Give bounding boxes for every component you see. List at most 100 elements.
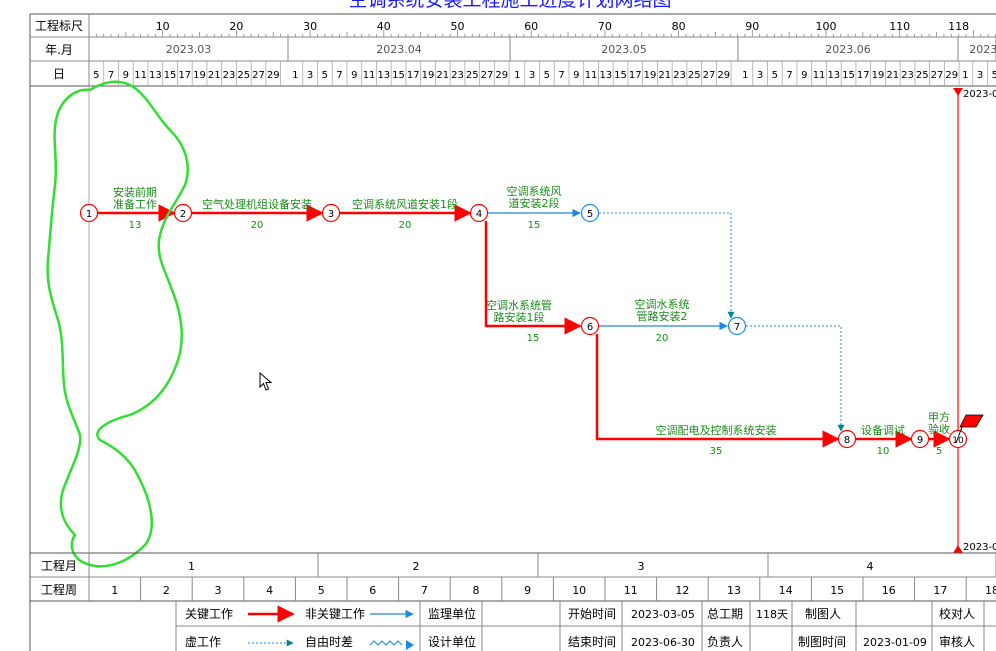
drawer-label: 制图人 bbox=[805, 607, 841, 621]
month-label: 2023.04 bbox=[376, 43, 422, 56]
node-3[interactable] bbox=[321, 203, 341, 223]
activity-4-6[interactable] bbox=[484, 221, 582, 335]
node-9[interactable] bbox=[910, 429, 930, 449]
day-label: 9 bbox=[801, 70, 807, 81]
node-7-label: 7 bbox=[734, 322, 740, 333]
activity-3-name: 空调系统风道安装1段 bbox=[352, 197, 458, 211]
day-label: 3 bbox=[307, 70, 313, 81]
owner-label: 负责人 bbox=[707, 635, 743, 649]
mouse-cursor-icon bbox=[259, 372, 273, 391]
day-label: 29 bbox=[945, 70, 958, 81]
draw-time-value: 2023-01-09 bbox=[863, 636, 927, 649]
freehand-annotation bbox=[46, 80, 189, 568]
chart-title: 空调系统安装工程施工进度计划网络图 bbox=[348, 0, 671, 11]
day-label: 7 bbox=[108, 70, 114, 81]
start-time-value: 2023-03-05 bbox=[631, 608, 695, 621]
day-label: 3 bbox=[977, 70, 983, 81]
day-label: 17 bbox=[407, 70, 420, 81]
footer-week-label: 1 bbox=[111, 584, 118, 597]
activity-6-duration: 20 bbox=[656, 333, 669, 344]
total-duration-label: 总工期 bbox=[707, 607, 743, 621]
day-label: 23 bbox=[673, 70, 686, 81]
footer-week-label: 11 bbox=[624, 584, 638, 597]
legend-free-float-label: 自由时差 bbox=[305, 635, 353, 649]
activity-9-name-1: 甲方 bbox=[928, 410, 950, 424]
month-label: 2023.05 bbox=[601, 43, 647, 56]
footer-month-label: 2 bbox=[413, 560, 420, 573]
day-label: 23 bbox=[901, 70, 914, 81]
scale-tick-label: 40 bbox=[377, 20, 391, 33]
footer-month-label: 4 bbox=[867, 560, 874, 573]
day-label: 13 bbox=[827, 70, 840, 81]
node-1[interactable] bbox=[79, 203, 99, 223]
dummy-7-8[interactable] bbox=[746, 325, 845, 432]
day-label: 13 bbox=[149, 70, 162, 81]
scale-tick-label: 80 bbox=[672, 20, 686, 33]
node-2[interactable] bbox=[173, 203, 193, 223]
day-label: 27 bbox=[931, 70, 944, 81]
deadline-bottom-marker bbox=[953, 545, 963, 553]
node-7[interactable] bbox=[727, 316, 747, 336]
day-label: 7 bbox=[558, 70, 564, 81]
footer-week-label: 13 bbox=[727, 584, 741, 597]
node-5[interactable] bbox=[580, 203, 600, 223]
activity-6-name-1: 空调水系统 bbox=[635, 297, 690, 311]
designer-label: 设计单位 bbox=[428, 634, 476, 649]
node-4-label: 4 bbox=[476, 209, 482, 220]
deadline-top-label: 2023-0 bbox=[963, 89, 996, 100]
month-label: 2023. bbox=[969, 43, 996, 56]
day-label: 29 bbox=[267, 70, 280, 81]
day-label: 1 bbox=[292, 70, 298, 81]
day-label: 27 bbox=[252, 70, 265, 81]
activity-2-duration: 20 bbox=[251, 220, 264, 231]
draw-time-label: 制图时间 bbox=[798, 635, 846, 649]
deadline-bottom-label: 2023-0 bbox=[963, 542, 996, 553]
day-label: 7 bbox=[336, 70, 342, 81]
activity-5-name-1: 空调水系统管 bbox=[486, 298, 552, 312]
node-4[interactable] bbox=[469, 203, 489, 223]
day-label: 27 bbox=[481, 70, 494, 81]
day-label: 15 bbox=[164, 70, 177, 81]
day-label: 29 bbox=[495, 70, 508, 81]
footer-week-label: 12 bbox=[675, 584, 689, 597]
node-1-label: 1 bbox=[86, 209, 92, 220]
footer-week-label: 9 bbox=[524, 584, 531, 597]
day-label: 19 bbox=[644, 70, 657, 81]
footer-week-label: 5 bbox=[318, 584, 325, 597]
day-label: 13 bbox=[377, 70, 390, 81]
day-label: 9 bbox=[573, 70, 579, 81]
day-label: 9 bbox=[351, 70, 357, 81]
dummy-5-7[interactable] bbox=[599, 212, 735, 319]
node-10-label: 10 bbox=[952, 436, 964, 446]
footer-week-label: 15 bbox=[830, 584, 844, 597]
day-label: 27 bbox=[703, 70, 716, 81]
scale-tick-label: 50 bbox=[451, 20, 465, 33]
activity-5-name-2: 路安装1段 bbox=[494, 310, 545, 324]
day-label: 25 bbox=[237, 70, 250, 81]
activity-9-name-2: 验收 bbox=[928, 422, 950, 436]
activity-6-8[interactable] bbox=[595, 334, 840, 448]
day-label: 1 bbox=[962, 70, 968, 81]
day-label: 13 bbox=[599, 70, 612, 81]
day-label: 1 bbox=[742, 70, 748, 81]
scale-tick-label: 70 bbox=[598, 20, 612, 33]
activity-arrows bbox=[97, 204, 951, 448]
day-label: 19 bbox=[193, 70, 206, 81]
activity-4-duration: 15 bbox=[528, 220, 541, 231]
footer-week-label: 7 bbox=[421, 584, 428, 597]
day-label: 19 bbox=[422, 70, 435, 81]
day-label: 19 bbox=[872, 70, 885, 81]
node-6[interactable] bbox=[580, 316, 600, 336]
scale-tick-label: 90 bbox=[745, 20, 759, 33]
day-label: 5 bbox=[772, 70, 778, 81]
scale-tick-label: 10 bbox=[156, 20, 170, 33]
activity-6-name-2: 管路安装2 bbox=[637, 309, 688, 323]
node-5-label: 5 bbox=[587, 209, 593, 220]
footer-month-row-label: 工程月 bbox=[41, 558, 77, 573]
node-8[interactable] bbox=[837, 429, 857, 449]
day-label: 23 bbox=[451, 70, 464, 81]
